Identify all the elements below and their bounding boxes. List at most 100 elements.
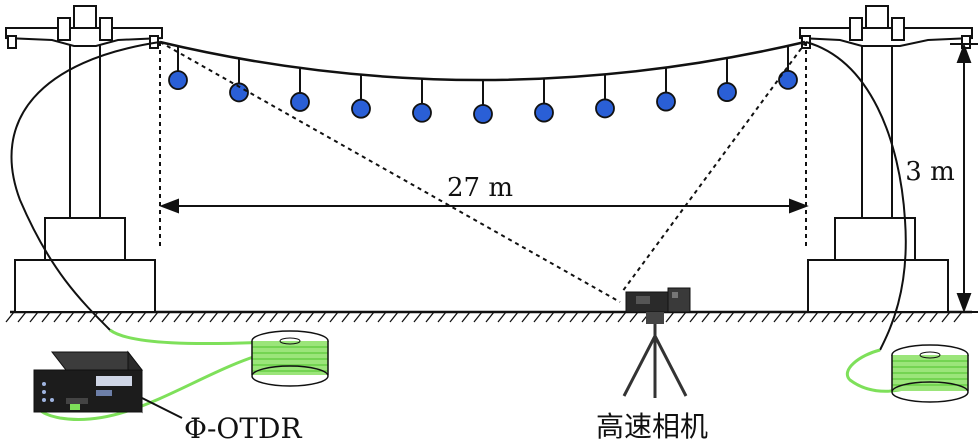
ground-hatch [497, 311, 507, 323]
ground-hatch [41, 311, 51, 323]
ground-hatch [17, 311, 27, 323]
left-fiber-spool [251, 330, 329, 387]
sensor-ball [168, 70, 188, 91]
sensor-ball [656, 91, 676, 112]
height-dimension [950, 43, 978, 313]
ground-hatch [953, 311, 963, 323]
ground-hatch [149, 311, 159, 323]
ground-hatch [293, 311, 303, 323]
ground-hatch [173, 311, 183, 323]
ground-hatch [749, 311, 759, 323]
ground-hatch [53, 311, 63, 323]
ground-hatch [773, 311, 783, 323]
ground-hatch [101, 311, 111, 323]
ground-hatch [929, 311, 939, 323]
ground-hatch [689, 311, 699, 323]
sensor-ball [595, 98, 615, 119]
ground-hatch [389, 311, 399, 323]
left-fiber-lead [10, 41, 161, 331]
ground-hatch [545, 311, 555, 323]
ground-hatch [869, 311, 879, 323]
ground-hatch [581, 311, 591, 323]
ground-hatch [5, 311, 15, 323]
ground-hatch [161, 311, 171, 323]
ground-hatch [449, 311, 459, 323]
ground-hatch [317, 311, 327, 323]
ground-hatch [29, 311, 39, 323]
ground-hatch [365, 311, 375, 323]
ground-hatch [557, 311, 567, 323]
ground-hatch [257, 311, 267, 323]
ground-hatch [353, 311, 363, 323]
sensor-node [778, 45, 798, 90]
ground-hatch [197, 311, 207, 323]
ground-hatch [485, 311, 495, 323]
ground-hatch [725, 311, 735, 323]
otdr-label: Φ-OTDR [184, 412, 302, 440]
ground-hatch [617, 311, 627, 323]
ground-hatch [893, 311, 903, 323]
ground-hatch [605, 311, 615, 323]
ground-hatch [713, 311, 723, 323]
cable [159, 40, 806, 82]
span-dimension [159, 198, 809, 214]
sensor-ball [229, 82, 249, 103]
ground-hatch [665, 311, 675, 323]
ground-hatch [77, 311, 87, 323]
sensor-ball [473, 104, 493, 124]
otdr-device [33, 350, 144, 414]
ground-hatch [521, 311, 531, 323]
ground-hatch [533, 311, 543, 323]
sensor-node [656, 67, 676, 112]
ground-hatch [857, 311, 867, 323]
ground-hatch [269, 311, 279, 323]
span-label: 27 m [447, 173, 513, 203]
ground-hatch [245, 311, 255, 323]
left-tower [5, 5, 163, 313]
ground [5, 310, 972, 323]
sensor-ball [778, 69, 798, 90]
sensor-ball [412, 102, 432, 123]
ground-hatch [797, 311, 807, 323]
sensor-group [168, 45, 798, 124]
ground-hatch [113, 311, 123, 323]
ground-hatch [425, 311, 435, 323]
ground-hatch [413, 311, 423, 323]
sensor-node [229, 58, 249, 103]
ground-hatch [329, 311, 339, 323]
ground-hatch [473, 311, 483, 323]
ground-hatch [137, 311, 147, 323]
ground-hatch [221, 311, 231, 323]
ground-hatch [677, 311, 687, 323]
ground-hatch [305, 311, 315, 323]
ground-hatch [785, 311, 795, 323]
ground-hatch [509, 311, 519, 323]
sensor-node [717, 58, 737, 102]
right-fiber-lead [805, 41, 907, 351]
ground-hatch [881, 311, 891, 323]
ground-hatch [65, 311, 75, 323]
camera-label: 高速相机 [596, 410, 708, 440]
ground-hatch [737, 311, 747, 323]
green-fiber [37, 328, 926, 421]
sensor-ball [534, 102, 554, 123]
otdr-callout-line [141, 397, 183, 419]
sensor-ball [290, 92, 310, 112]
height-label: 3 m [905, 157, 954, 187]
ground-hatch [341, 311, 351, 323]
sensor-node [595, 74, 615, 119]
sensor-node [168, 46, 188, 91]
sensor-node [290, 67, 310, 112]
ground-hatch [917, 311, 927, 323]
ground-hatch [281, 311, 291, 323]
ground-hatch [401, 311, 411, 323]
ground-hatch [761, 311, 771, 323]
ground-hatch [629, 311, 639, 323]
sensor-ball [351, 98, 371, 119]
ground-hatch [569, 311, 579, 323]
sensor-node [473, 79, 493, 124]
reference-lines [159, 41, 807, 303]
ground-hatch [941, 311, 951, 323]
ground-hatch [701, 311, 711, 323]
